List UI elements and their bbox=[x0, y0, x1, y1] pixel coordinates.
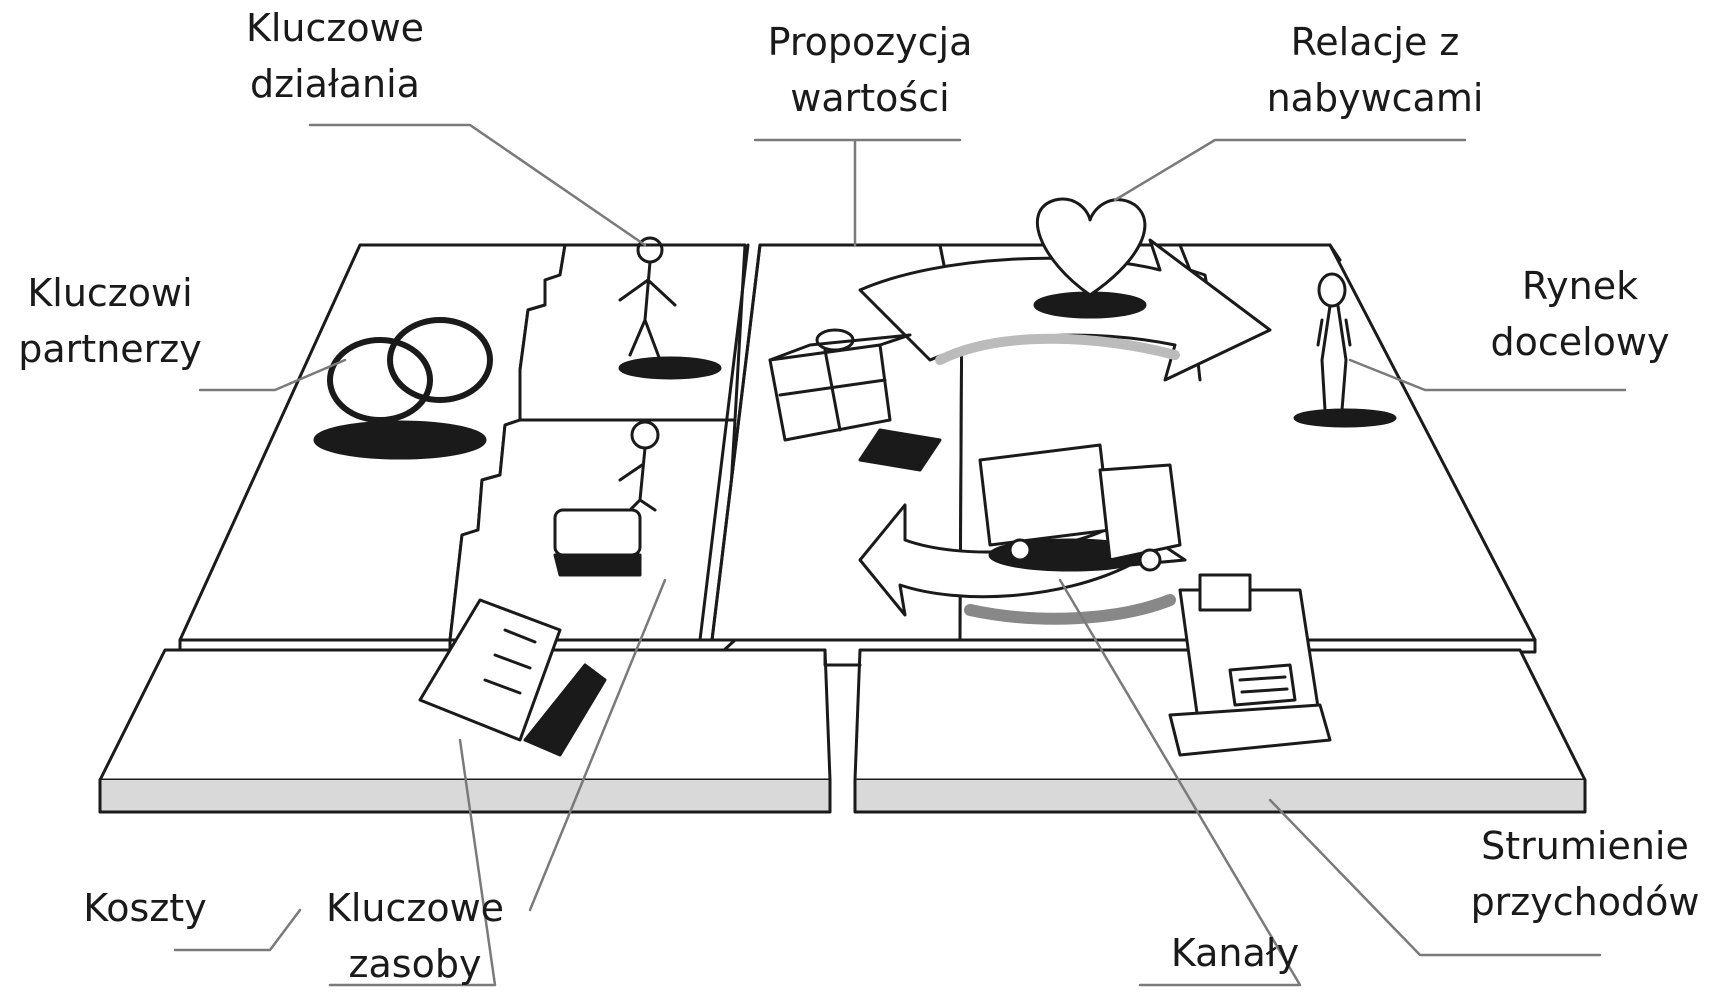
leader-key-activities bbox=[308, 123, 647, 247]
machine-operator-icon bbox=[553, 420, 660, 577]
leader-costs bbox=[173, 908, 302, 952]
leader-key-partners bbox=[198, 358, 347, 392]
label-costs: Koszty bbox=[83, 886, 207, 930]
standing-person-icon bbox=[1293, 272, 1397, 428]
heart-icon bbox=[1033, 197, 1147, 319]
leader-key-resources-2 bbox=[528, 578, 667, 912]
label-channels: Kanały bbox=[1170, 931, 1300, 975]
leader-lines bbox=[173, 123, 1627, 987]
leader-key-resources bbox=[328, 738, 497, 987]
gift-box-icon bbox=[768, 328, 942, 472]
leader-customer-segments bbox=[1348, 358, 1627, 392]
cash-register-icon bbox=[1168, 573, 1332, 757]
interlocked-rings-icon bbox=[313, 317, 493, 460]
leader-revenue bbox=[1268, 798, 1602, 957]
board-bottom-row bbox=[98, 648, 1587, 814]
worker-figure-icon bbox=[618, 236, 722, 380]
leader-customer-relationships bbox=[1113, 138, 1467, 202]
delivery-truck-icon bbox=[978, 443, 1182, 572]
document-papers-icon bbox=[418, 598, 607, 757]
leader-channels bbox=[1058, 578, 1302, 987]
leader-value-proposition bbox=[753, 138, 962, 247]
